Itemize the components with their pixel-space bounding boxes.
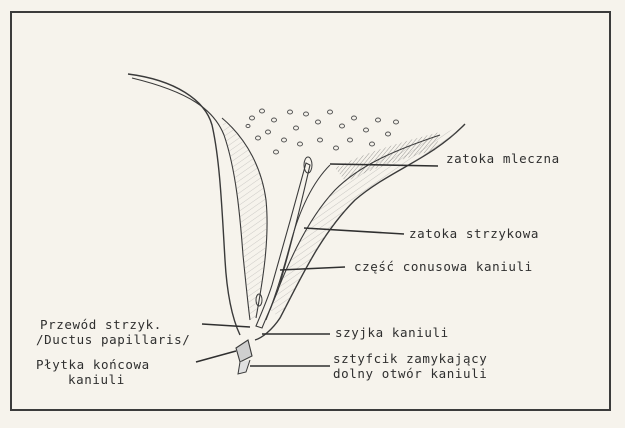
label-plytka-line1: Płytka końcowa bbox=[36, 357, 150, 372]
left-tissue bbox=[222, 118, 267, 320]
leader-przewod bbox=[202, 324, 250, 327]
right-tissue bbox=[270, 124, 465, 318]
cannula-pin bbox=[238, 360, 250, 374]
label-sztyfcik: sztyfcik zamykający dolny otwór kaniuli bbox=[333, 351, 487, 381]
label-szyjka: szyjka kaniuli bbox=[335, 325, 449, 340]
leader-plytka bbox=[196, 351, 236, 362]
label-przewod-line1: Przewód strzyk. bbox=[36, 317, 190, 332]
label-sztyfcik-line1: sztyfcik zamykający bbox=[333, 351, 487, 366]
label-plytka-line2: kaniuli bbox=[36, 372, 150, 387]
label-sztyfcik-line2: dolny otwór kaniuli bbox=[333, 366, 487, 381]
label-zatoka-strzykowa: zatoka strzykowa bbox=[409, 226, 539, 241]
teat-wall-left-inner bbox=[132, 78, 250, 320]
label-zatoka-mleczna: zatoka mleczna bbox=[446, 151, 560, 166]
label-przewod: Przewód strzyk. /Ductus papillaris/ bbox=[36, 317, 190, 347]
cannula-endplate bbox=[236, 340, 252, 362]
label-przewod-line2: /Ductus papillaris/ bbox=[36, 332, 190, 347]
label-plytka: Płytka końcowa kaniuli bbox=[36, 357, 150, 387]
teat-wall-left-outer bbox=[128, 74, 240, 335]
milk-cells bbox=[246, 109, 399, 154]
label-czesc-konusowa: część conusowa kaniuli bbox=[354, 259, 533, 274]
